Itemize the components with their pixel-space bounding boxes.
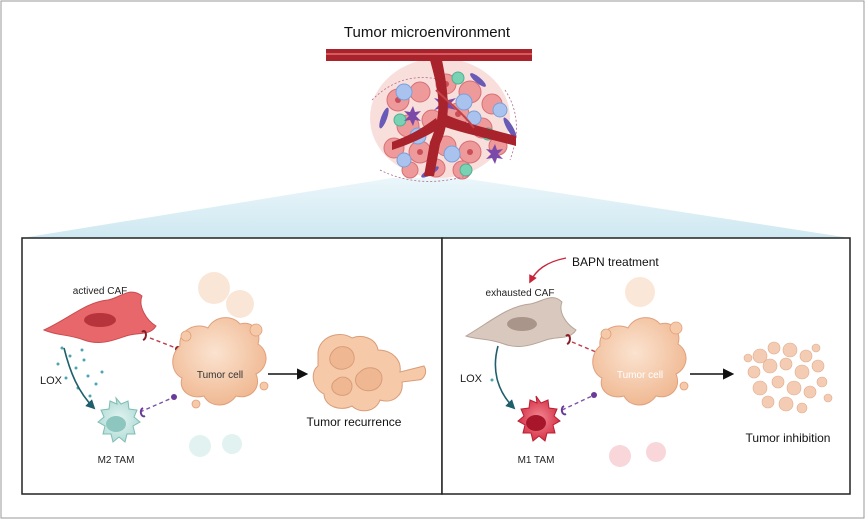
tumor-inhibition-cluster bbox=[743, 341, 833, 414]
m1-tam bbox=[517, 395, 561, 442]
right-tam-label: M1 TAM bbox=[518, 455, 555, 466]
lox-dots-left bbox=[56, 346, 104, 398]
left-tumor-cell-label: Tumor cell bbox=[197, 370, 243, 381]
blood-vessel bbox=[326, 49, 532, 176]
lox-arrow-left bbox=[63, 347, 96, 410]
tumor-cell-right bbox=[592, 317, 689, 406]
right-treatment-label: BAPN treatment bbox=[572, 255, 659, 269]
right-tumor-cell-label: Tumor cell bbox=[617, 370, 663, 381]
exhausted-caf bbox=[464, 297, 577, 347]
left-outcome-label: Tumor recurrence bbox=[307, 415, 402, 429]
zoom-fan bbox=[22, 178, 850, 238]
faded-tumor-cells-left bbox=[189, 272, 254, 457]
left-lox-label: LOX bbox=[40, 375, 63, 387]
tumor-cell-left bbox=[172, 317, 269, 409]
figure-title: Tumor microenvironment bbox=[344, 24, 511, 41]
faded-tumor-cells-right bbox=[609, 277, 666, 467]
lox-arrow-right bbox=[494, 345, 516, 410]
lox-dot-right bbox=[490, 378, 494, 382]
tumor-recurrence-cluster bbox=[312, 334, 427, 412]
left-caf-label: actived CAF bbox=[73, 286, 127, 297]
left-tam-label: M2 TAM bbox=[98, 455, 135, 466]
active-caf bbox=[42, 291, 157, 343]
right-caf-label: exhausted CAF bbox=[486, 288, 555, 299]
tam-tumor-interaction-left bbox=[139, 394, 177, 418]
bapn-arrow bbox=[529, 257, 567, 284]
right-lox-label: LOX bbox=[460, 373, 483, 385]
tam-tumor-interaction-right bbox=[560, 392, 597, 416]
m2-tam bbox=[97, 396, 141, 443]
right-outcome-label: Tumor inhibition bbox=[746, 431, 831, 445]
